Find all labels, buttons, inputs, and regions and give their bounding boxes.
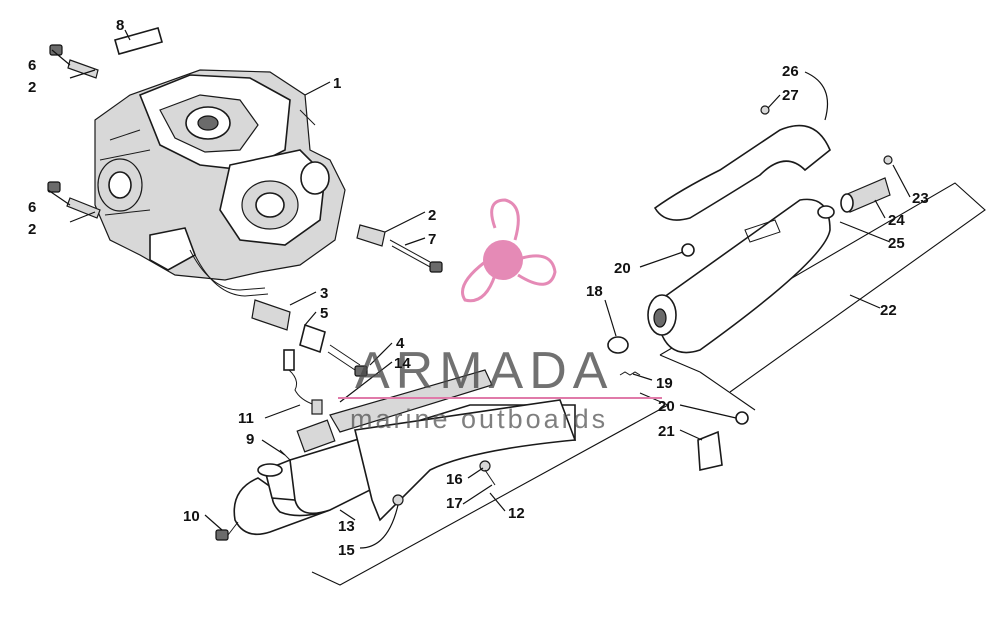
heat-shield-part-12 — [354, 399, 577, 522]
watermark-brand: ARMADA — [355, 342, 613, 400]
stud-spacer-lower — [251, 299, 368, 377]
gasket-part-25 — [817, 205, 835, 219]
bolt-part-10 — [215, 521, 239, 541]
screw-part-27 — [760, 105, 770, 115]
callout-3: 3 — [320, 285, 328, 302]
callout-16: 16 — [446, 471, 463, 488]
armada-propeller-icon — [461, 198, 557, 303]
callout-8: 8 — [116, 17, 124, 34]
bracket-part-21 — [697, 430, 723, 471]
callout-9: 9 — [246, 431, 254, 448]
callout-6: 6 — [28, 57, 36, 74]
callout-10: 10 — [183, 508, 200, 525]
callout-18: 18 — [586, 283, 603, 300]
callout-20: 20 — [614, 260, 631, 277]
grommet-part-20-lower — [735, 411, 749, 425]
callout-24: 24 — [888, 212, 905, 229]
sensor-wire-part-11 — [283, 349, 323, 415]
armada-logo — [461, 198, 557, 303]
callout-14: 14 — [394, 355, 411, 372]
callout-22: 22 — [880, 302, 897, 319]
callout-1: 1 — [333, 75, 341, 92]
callout-13: 13 — [338, 518, 355, 535]
spring-part-19 — [619, 371, 641, 376]
leader-lines — [47, 29, 911, 549]
callout-20: 20 — [658, 398, 675, 415]
engine-assembly — [94, 69, 346, 297]
muffler-part-22 — [647, 198, 831, 354]
muffler-shield-part-26 — [653, 124, 831, 221]
callout-15: 15 — [338, 542, 355, 559]
callout-12: 12 — [508, 505, 525, 522]
watermark-tagline: marine outboards — [350, 404, 608, 434]
callout-19: 19 — [656, 375, 673, 392]
callout-7: 7 — [428, 231, 436, 248]
armada-hub-icon — [483, 240, 523, 280]
clamp-group-frame — [699, 371, 756, 411]
stud-nut-upper — [49, 44, 99, 79]
callout-23: 23 — [912, 190, 929, 207]
callout-5: 5 — [320, 305, 328, 322]
callout-17: 17 — [446, 495, 463, 512]
callout-27: 27 — [782, 87, 799, 104]
muffler-group-frame — [659, 182, 986, 393]
screw-part-17 — [484, 469, 496, 486]
callout-11: 11 — [238, 410, 254, 427]
decal-part-8 — [114, 27, 163, 55]
callout-6: 6 — [28, 199, 36, 216]
callout-2: 2 — [28, 79, 36, 96]
callout-25: 25 — [888, 235, 905, 252]
heat-shield-bracket — [296, 419, 336, 453]
gasket-part-18 — [607, 336, 629, 354]
screw-part-23 — [883, 155, 893, 165]
muffler-group-frame-left — [659, 354, 701, 373]
callout-21: 21 — [658, 423, 675, 440]
callout-4: 4 — [396, 335, 405, 352]
spark-arrestor-part-24 — [840, 177, 891, 213]
stud-bolt-right — [356, 224, 443, 273]
heat-shield-part-14 — [329, 369, 493, 433]
callout-2: 2 — [428, 207, 436, 224]
callout-26: 26 — [782, 63, 799, 80]
callout-2: 2 — [28, 221, 36, 238]
grommet-part-15 — [392, 494, 404, 506]
grommet-part-20-upper — [681, 243, 695, 257]
